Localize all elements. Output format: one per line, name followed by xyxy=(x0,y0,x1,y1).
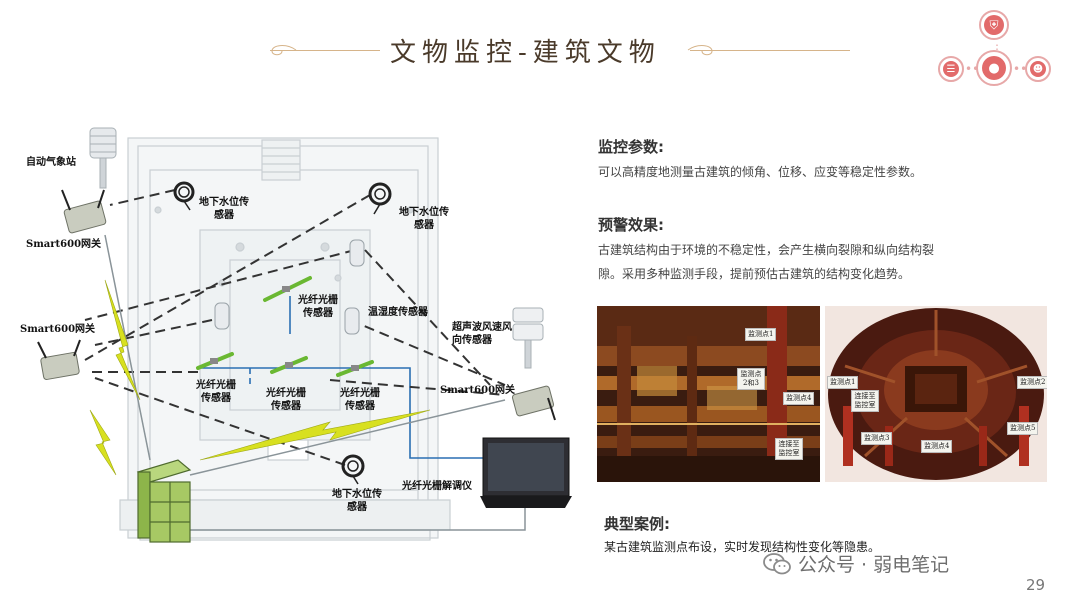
label-fbg-demodulator: 光纤光栅解调仪 xyxy=(402,481,472,492)
title-bar: 文物监控-建筑文物 xyxy=(260,28,860,72)
case-photo-ceiling: 监测点1 连接至监控室 监测点2 监测点3 监测点4 监测点5 xyxy=(825,306,1047,482)
photo1-tag-4: 监测点4 xyxy=(783,392,815,405)
photo1-tag-2-3: 监测点2和3 xyxy=(737,368,765,390)
fiber-lines xyxy=(200,296,488,459)
label-temp-humidity: 温湿度传感器 xyxy=(368,307,428,318)
photo2-tag-control: 连接至监控室 xyxy=(851,390,879,412)
label-weather-station: 自动气象站 xyxy=(26,157,76,168)
label-water-level-3: 地下水位传感器 xyxy=(332,489,382,513)
label-water-level-2: 地下水位传感器 xyxy=(399,207,449,231)
person-icon: ☻ xyxy=(1030,61,1046,77)
monitoring-diagram: 自动气象站 Smart600网关 Smart600网关 Smart600网关 地… xyxy=(0,110,580,605)
weather-station xyxy=(89,127,117,189)
photo1-tag-1: 监测点1 xyxy=(745,328,777,341)
label-ultrasonic-wind: 超声波风速风向传感器 xyxy=(452,322,512,346)
fbg-demodulator-device xyxy=(480,437,572,508)
warning-body-line1: 古建筑结构由于环境的不稳定性，会产生横向裂隙和纵向结构裂 xyxy=(598,243,935,257)
temp-humidity-sensors xyxy=(214,239,365,335)
shield-icon: ⛨ xyxy=(984,15,1004,35)
lightning-bolts xyxy=(89,279,431,476)
water-level-sensor-1 xyxy=(173,181,195,211)
nav-connector-right: •• xyxy=(1013,62,1028,76)
ultrasonic-wind-sensor xyxy=(512,307,544,369)
label-gateway-top-left: Smart600网关 xyxy=(26,239,102,250)
case-photo-interior: 监测点1 监测点2和3 监测点4 连接至监控室 xyxy=(597,306,820,482)
photo2-tag-1: 监测点1 xyxy=(827,376,859,389)
photo1-tag-control: 连接至监控室 xyxy=(775,438,803,460)
nav-layers[interactable]: ☰ xyxy=(938,56,964,82)
label-gateway-mid-left: Smart600网关 xyxy=(20,324,96,335)
case-body: 某古建筑监测点布设，实时发现结构性变化等隐患。 xyxy=(604,540,881,554)
floor-plan xyxy=(119,137,451,541)
label-water-level-1: 地下水位传感器 xyxy=(199,197,249,221)
label-fbg-bottom-2: 光纤光栅传感器 xyxy=(266,388,306,412)
photo2-tag-2: 监测点2 xyxy=(1017,376,1047,389)
title-swirl-right xyxy=(687,45,713,56)
label-fbg-top: 光纤光栅传感器 xyxy=(298,295,338,319)
diagram-canvas xyxy=(37,127,572,543)
gateway-devices xyxy=(40,200,555,417)
page-title: 文物监控-建筑文物 xyxy=(390,38,661,68)
params-body: 可以高精度地测量古建筑的倾角、位移、应变等稳定性参数。 xyxy=(598,165,923,179)
title-swirl-left xyxy=(271,45,297,56)
nav-person[interactable]: ☻ xyxy=(1025,56,1051,82)
photo2-tag-3: 监测点3 xyxy=(861,432,893,445)
nav-connector-left: •• xyxy=(965,62,980,76)
watermark: 公众号 · 弱电笔记 xyxy=(762,550,949,577)
photo2-tag-5: 监测点5 xyxy=(1007,422,1039,435)
gateway-antennas xyxy=(37,189,556,421)
title-decoration-right xyxy=(690,50,850,51)
case-title: 典型案例: xyxy=(604,515,670,533)
warning-title: 预警效果: xyxy=(598,216,664,234)
water-level-sensor-2 xyxy=(368,182,392,215)
photo2-tag-4: 监测点4 xyxy=(921,440,953,453)
label-gateway-right: Smart600网关 xyxy=(440,385,516,396)
params-title: 监控参数: xyxy=(598,138,664,156)
location-icon: ● xyxy=(982,56,1006,80)
watermark-text: 公众号 · 弱电笔记 xyxy=(798,554,950,576)
fbg-sensor-clips xyxy=(210,286,359,371)
wechat-icon xyxy=(763,552,791,574)
layers-icon: ☰ xyxy=(943,61,959,77)
label-fbg-bottom-3: 光纤光栅传感器 xyxy=(340,388,380,412)
title-decoration-left xyxy=(270,50,380,51)
page-number: 29 xyxy=(1026,576,1046,594)
water-level-sensor-3 xyxy=(341,454,365,485)
server-cabinet xyxy=(136,459,192,543)
nav-location[interactable]: ● xyxy=(976,50,1012,86)
section-nav: ⛨ ⋮ ☰ •• ● •• ☻ xyxy=(932,8,1062,98)
warning-body-line2: 隙。采用多种监测手段，提前预估古建筑的结构变化趋势。 xyxy=(598,267,911,281)
label-fbg-bottom-1: 光纤光栅传感器 xyxy=(196,380,236,404)
wireless-links xyxy=(84,189,506,466)
nav-shield[interactable]: ⛨ xyxy=(979,10,1009,40)
